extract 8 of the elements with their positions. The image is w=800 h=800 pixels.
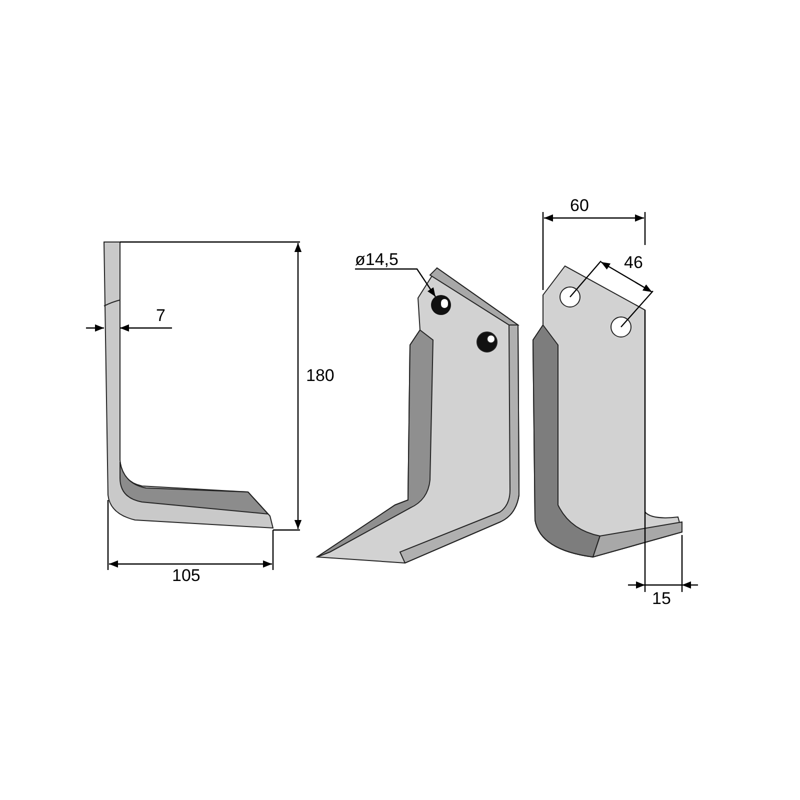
- leader-line: [355, 268, 436, 298]
- dimension-label: 46: [624, 254, 643, 271]
- dimension-label: 60: [570, 197, 589, 214]
- dimension-label: 180: [306, 367, 334, 384]
- dimension-label: 7: [156, 307, 166, 324]
- dimension-label: 15: [652, 590, 671, 607]
- dimension-label: ø14,5: [355, 250, 398, 268]
- dimension-label: 105: [172, 567, 200, 584]
